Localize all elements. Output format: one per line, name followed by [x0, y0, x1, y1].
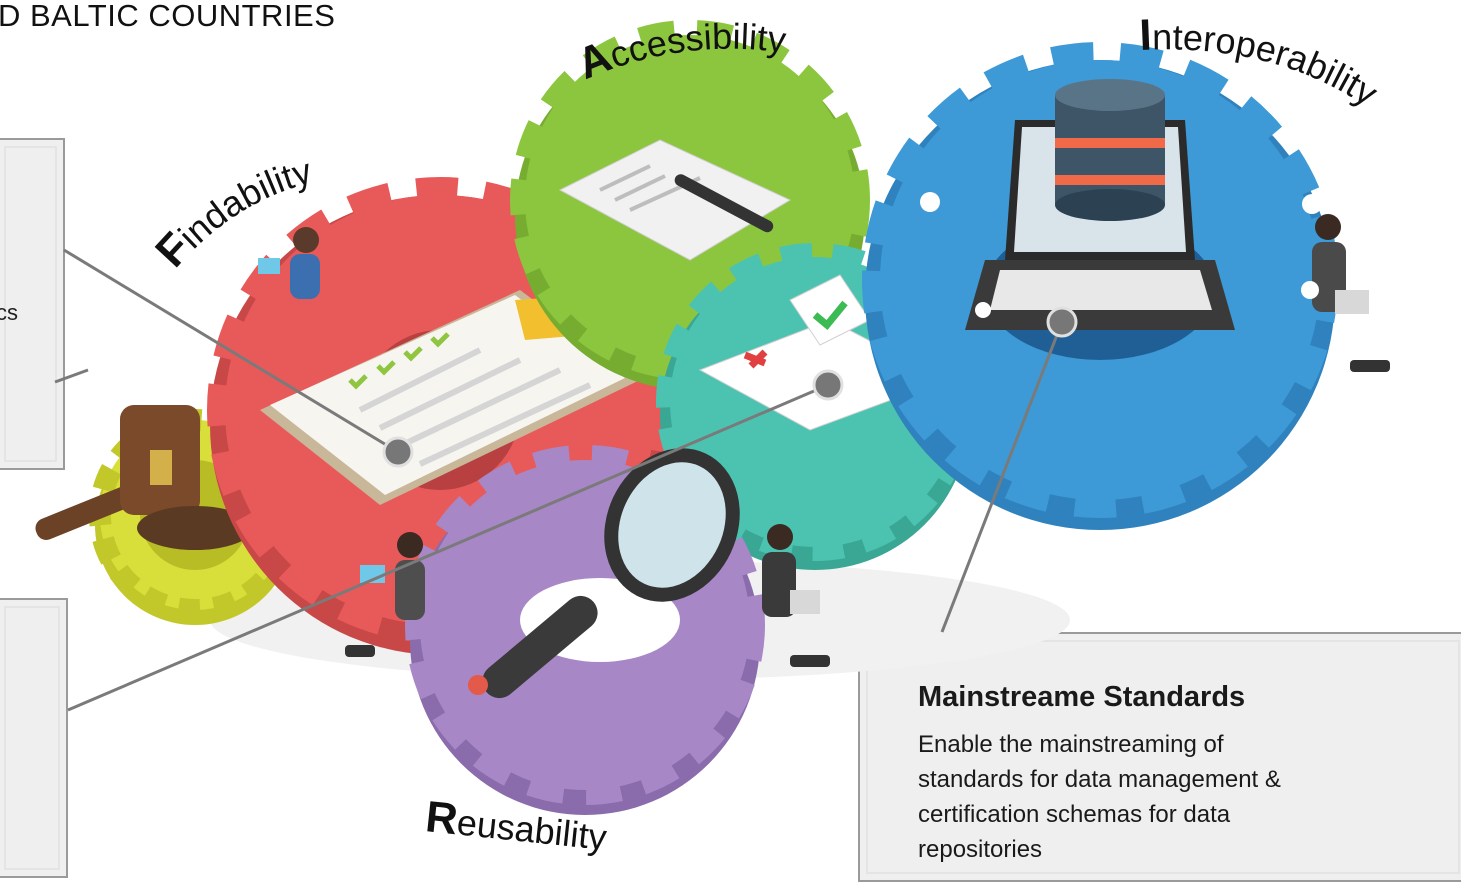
standards-body: Enable the mainstreaming of standards fo…: [918, 727, 1438, 867]
person-with-laptop: [258, 227, 320, 299]
laptop-database-icon: [965, 79, 1235, 330]
page-title: D BALTIC COUNTRIES: [0, 0, 336, 33]
standards-line: certification schemas for data: [918, 801, 1231, 828]
info-box-inner-border: [4, 146, 57, 462]
info-box-cut-text: cs: [0, 300, 18, 325]
connector-dots: [382, 306, 1078, 468]
standards-title: Mainstreame Standards: [918, 681, 1246, 713]
person-with-laptop: [345, 532, 425, 657]
standards-line: standards for data management &: [918, 766, 1281, 793]
label-interoperability-initial: I: [1138, 10, 1152, 59]
connector-lines: [54, 248, 1064, 712]
info-box-top-left: [0, 138, 65, 470]
gavel-icon: [35, 405, 253, 550]
standards-line: repositories: [918, 836, 1043, 863]
document-pen-icon: [558, 139, 792, 261]
person-with-laptop: [1312, 214, 1390, 372]
magnifying-glass-icon: [468, 448, 740, 699]
person-with-laptop: [762, 524, 830, 667]
standards-line: Enable the mainstreaming of: [918, 731, 1224, 758]
database-cylinder: [1055, 79, 1165, 221]
gear-node-dots: [920, 192, 1322, 318]
label-reusability-initial: R: [423, 792, 460, 844]
